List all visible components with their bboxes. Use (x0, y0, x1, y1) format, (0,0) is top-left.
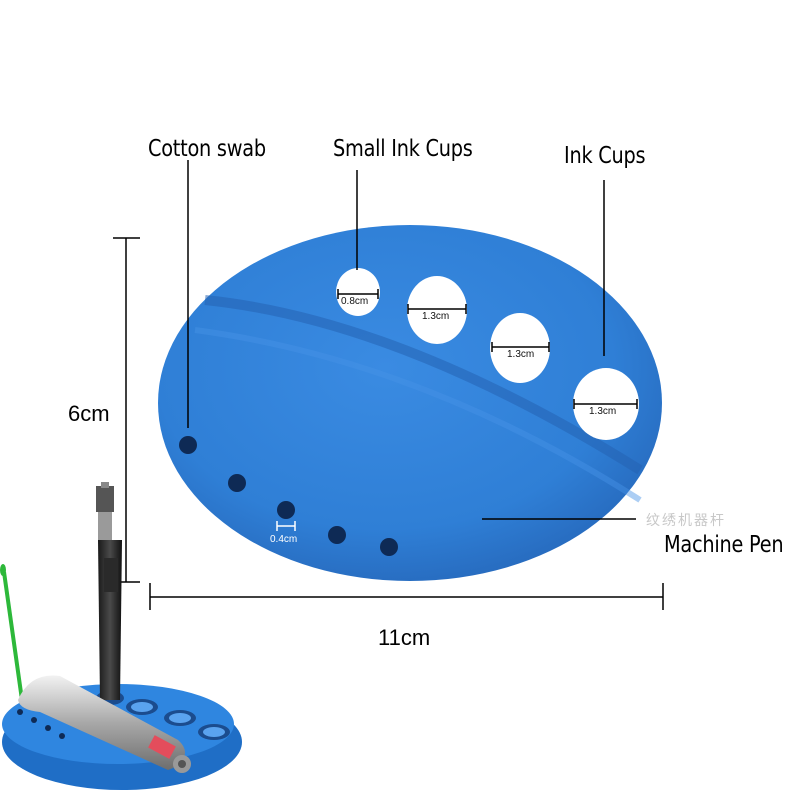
swab-hole-3 (277, 501, 295, 519)
watermark-text: 纹绣机器杆 (646, 513, 726, 529)
cup-3-size-label: 1.3cm (589, 406, 617, 417)
swab-hole-1 (179, 436, 197, 454)
ink-cup-hole-2 (490, 313, 550, 383)
cotton-swab-label: Cotton swab (148, 136, 266, 162)
swab-hole-2 (228, 474, 246, 492)
swab-hole-4 (328, 526, 346, 544)
holder-groove (204, 295, 643, 475)
cup-1-size-label: 1.3cm (422, 311, 450, 322)
small-cup-size-label: 0.8cm (341, 296, 369, 307)
small-ink-cup-hole (336, 268, 380, 316)
width-dimension-label: 11cm (378, 625, 431, 650)
swab-hole-5 (380, 538, 398, 556)
height-dimension-label: 6cm (68, 401, 110, 426)
swab-hole-size-label: 0.4cm (270, 534, 298, 545)
ink-cups-label: Ink Cups (564, 143, 646, 169)
ink-cup-hole-1 (407, 276, 467, 344)
cup-2-size-label: 1.3cm (507, 349, 535, 360)
inset-product-photo (0, 482, 242, 790)
small-ink-cups-label: Small Ink Cups (333, 136, 473, 162)
machine-pen-label: Machine Pen (664, 532, 784, 558)
